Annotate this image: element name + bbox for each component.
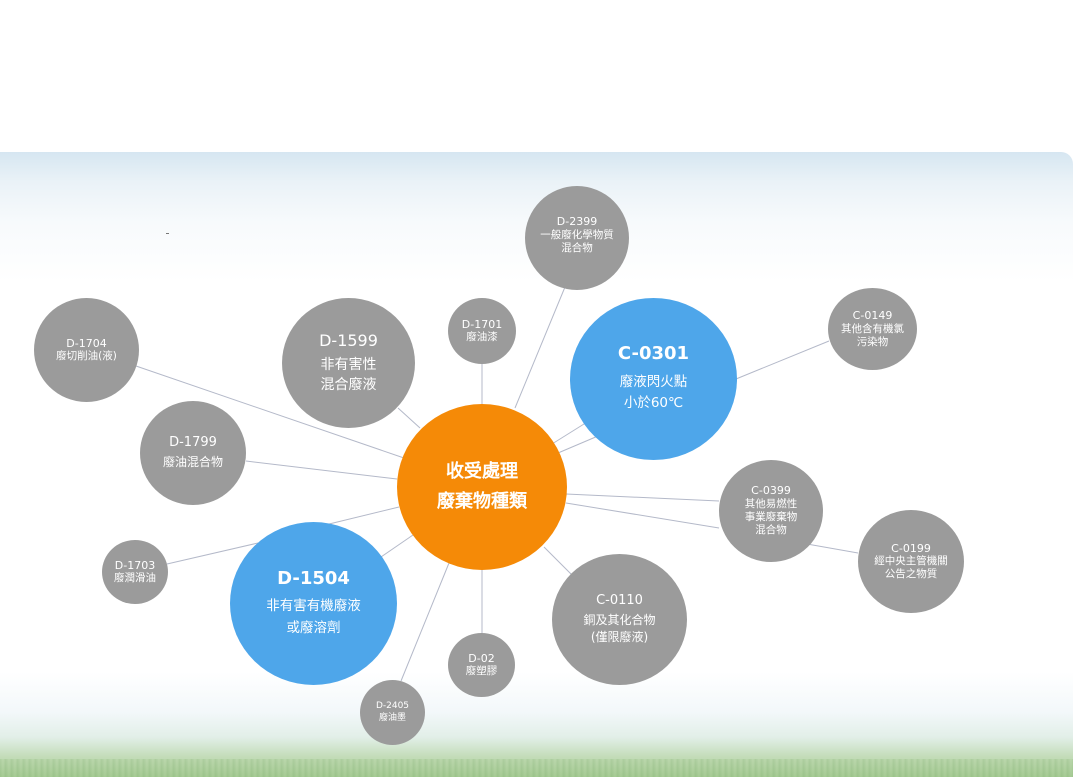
grass-strip (0, 759, 1073, 777)
node-label: 其他易燃性 (744, 498, 798, 511)
node-c0199[interactable]: C-0199 經中央主管機關 公告之物質 (858, 510, 964, 613)
center-node[interactable]: 收受處理 廢棄物種類 (397, 404, 567, 570)
node-label: 非有害有機廢液 (266, 598, 361, 615)
center-label: 收受處理 (446, 461, 518, 483)
node-label: 廢油墨 (378, 712, 406, 723)
node-d1599[interactable]: D-1599 非有害性 混合廢液 (282, 298, 415, 428)
node-label: (僅限廢液) (590, 630, 649, 645)
line-c0301b (557, 435, 599, 454)
node-d1703[interactable]: D-1703 廢潤滑油 (102, 540, 168, 604)
node-label: 污染物 (856, 335, 889, 348)
node-d2399[interactable]: D-2399 一般廢化學物質 混合物 (525, 186, 629, 290)
node-label: 廢潤滑油 (114, 572, 156, 585)
node-code: D-2399 (556, 215, 598, 228)
node-label: 廢油混合物 (162, 455, 223, 470)
node-d1704[interactable]: D-1704 廢切削油(液) (34, 298, 139, 402)
node-code: D-1701 (461, 317, 503, 331)
node-d1799[interactable]: D-1799 廢油混合物 (140, 401, 246, 505)
node-label: 小於60℃ (623, 395, 684, 412)
node-code: C-0110 (596, 593, 643, 609)
node-d1504[interactable]: D-1504 非有害有機廢液 或廢溶劑 (230, 522, 397, 685)
line-d1703 (166, 542, 259, 565)
node-label: 經中央主管機關 (874, 555, 948, 568)
node-code: C-0301 (617, 343, 690, 365)
line-d1504b (380, 534, 414, 558)
node-label: 廢切削油(液) (56, 350, 117, 363)
node-label: 公告之物質 (884, 568, 938, 581)
node-code: D-1704 (66, 336, 107, 350)
line-c0149 (735, 340, 830, 380)
node-label: 事業廢棄物 (744, 511, 798, 524)
node-label: 混合物 (561, 241, 593, 254)
node-code: D-1504 (277, 567, 350, 589)
node-label: 銅及其化合物 (583, 613, 656, 628)
line-c0399a (565, 493, 720, 502)
node-code: D-1703 (114, 558, 156, 572)
node-code: D-2405 (375, 701, 410, 712)
node-code: C-0399 (751, 484, 791, 498)
center-label: 廢棄物種類 (437, 491, 527, 512)
node-d02[interactable]: D-02 廢塑膠 (448, 633, 515, 697)
node-d1701[interactable]: D-1701 廢油漆 (448, 298, 516, 364)
node-code: D-1599 (319, 330, 378, 350)
line-d1599 (397, 407, 421, 429)
line-d2399 (514, 286, 566, 409)
node-c0149[interactable]: C-0149 其他含有機氯 污染物 (828, 288, 917, 370)
node-label: 廢油漆 (466, 331, 498, 344)
node-code: C-0199 (891, 541, 931, 555)
line-d1504a (324, 506, 400, 526)
line-c0199 (806, 543, 859, 554)
node-code: D-1799 (169, 434, 217, 450)
node-code: D-02 (468, 651, 495, 665)
line-c0110 (543, 546, 574, 577)
node-d2405[interactable]: D-2405 廢油墨 (360, 680, 425, 745)
node-code: C-0149 (852, 309, 893, 322)
line-d1704 (135, 365, 405, 459)
node-label: 或廢溶劑 (286, 619, 341, 636)
node-c0301[interactable]: C-0301 廢液閃火點 小於60℃ (570, 298, 737, 460)
node-label: 一般廢化學物質 (540, 228, 614, 241)
node-c0399[interactable]: C-0399 其他易燃性 事業廢棄物 混合物 (719, 460, 823, 562)
line-c0399b (565, 502, 720, 529)
node-c0110[interactable]: C-0110 銅及其化合物 (僅限廢液) (552, 554, 687, 685)
line-d2405 (400, 562, 450, 682)
node-label: 廢液閃火點 (619, 373, 688, 390)
node-label: 混合廢液 (320, 377, 377, 393)
node-label: 非有害性 (320, 356, 377, 373)
line-d1799 (245, 460, 398, 480)
node-label: 廢塑膠 (465, 665, 498, 678)
node-label: 混合物 (755, 524, 787, 537)
stray-mark (166, 233, 169, 234)
node-label: 其他含有機氯 (841, 322, 904, 335)
